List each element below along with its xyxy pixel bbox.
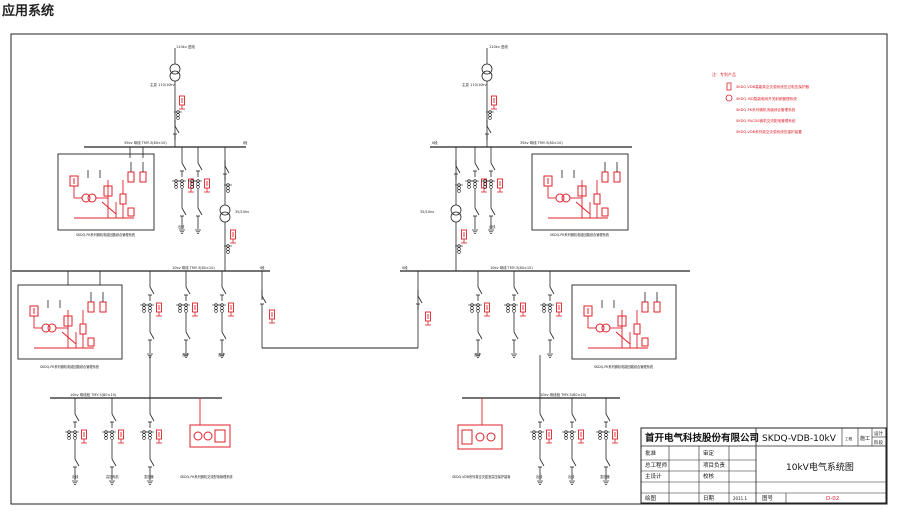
left-feeder-label-1: 出线 — [178, 224, 185, 229]
left-panel-mid — [17, 284, 123, 360]
company-name: 首开电气科技股份有限公司 — [645, 432, 759, 444]
right-main-transformer-label: 主变 110/10kv — [462, 82, 487, 87]
right-bus-35kv-end: II段 — [432, 140, 438, 145]
corner-bottom: 阶段 — [874, 439, 883, 446]
title-block: 首开电气科技股份有限公司 SKDQ-VDB-10kV 工程 施工 设计 阶段 批… — [640, 427, 887, 504]
legend-item-4: SKDQ-PACDS微机交流配电管理系统 — [736, 118, 796, 123]
left-main-transformer-label: 主变 110/10kv — [150, 82, 175, 87]
right-system: 110kv 进线 主变 110/10kv 35kv 母线 TMY-3(80×10… — [400, 44, 690, 485]
right-bus-10kv-end: II段 — [402, 265, 408, 270]
right-bus-10kv-label: 10kv 母线 TMY-3(80×10) — [490, 265, 533, 270]
right-panel-mid — [571, 284, 677, 360]
corner-top: 设计 — [874, 430, 883, 437]
page-title: 应用系统 — [2, 4, 55, 19]
legend-item-5: SKDQ-VDB系列真空灭弧系统压保护装置 — [736, 129, 802, 134]
legend-item-2: SKDQ-ISD智能电网开关射频管理系统 — [736, 96, 797, 101]
right-panel-top — [531, 153, 629, 231]
left-bottom-label-2: 高压电机 — [106, 474, 120, 479]
left-system: 110kv 进线 主变 110/10kv 35kv 母线 TMY-3(80×10… — [12, 44, 418, 485]
right-station-transformer-label: 35/10kv — [420, 210, 434, 214]
right-feeder-label-1: 出线 — [489, 224, 496, 229]
right-panel-top-label: SKDQ-PK系列微机电能回路综合管理系统 — [550, 232, 610, 237]
right-source-label: 110kv 进线 — [489, 44, 508, 49]
left-panel-mid-label: SKDQ-PK系列微机电能回路综合管理系统 — [40, 364, 100, 369]
row-1-c: 审定 — [703, 449, 715, 457]
left-feeder-label-3: 出线 — [218, 352, 225, 357]
right-bottom-label-1: 出线 — [536, 474, 543, 479]
left-panel-top-label: SKDQ-PK系列微机电能回路综合管理系统 — [76, 232, 136, 237]
left-bus-low-label: 10kv 母线段 TMY-3(80×10) — [70, 392, 117, 397]
right-bottom-device-label: SKDQ-VDB系列真空灭弧室高压保护装置 — [452, 474, 510, 479]
drawing-border — [10, 33, 888, 505]
left-bus-35kv-end: I段 — [243, 140, 248, 145]
left-panel-top — [57, 153, 155, 231]
row-4-a: 绘图 — [645, 494, 657, 502]
right-bus-low-label: 10kv 母线段 TMY-3(80×10) — [540, 392, 587, 397]
row-2-c: 项目负责 — [703, 461, 726, 469]
drawing-code: SKDQ-VDB-10kV — [762, 434, 837, 444]
left-bottom-device-label: SKDQ-PK系列微机交流配电管理系统 — [180, 474, 233, 479]
right-bottom-label-3: 变压器 — [600, 474, 610, 479]
row-2-a: 总工程师 — [645, 461, 668, 469]
sheet-label: 图号 — [762, 494, 774, 502]
legend-item-3: SKDQ-PK系列微机消谐综合管理系统 — [736, 107, 796, 112]
sheet-number: D-02 — [826, 496, 839, 502]
left-bus-10kv-label: 10kv 母线 TMY-3(80×10) — [172, 265, 215, 270]
left-feeder-label-2: 出线 — [182, 352, 189, 357]
left-bus-10kv-end: I段 — [260, 265, 265, 270]
left-station-transformer-label: 35/10kv — [235, 210, 249, 214]
right-bottom-device: SKDQ-VDB系列真空灭弧室高压保护装置 — [452, 398, 510, 479]
stage-label: 工程 — [845, 436, 853, 441]
legend-item-1: SKDQ-VDB高能真空灭弧系统压过电压保护器 — [736, 84, 809, 89]
drawing-title: 10kV电气系统图 — [786, 461, 854, 473]
left-source-label: 110kv 进线 — [176, 44, 195, 49]
right-bus-35kv-label: 35kv 母线 TMY-3(80×10) — [520, 140, 563, 145]
row-4-d: 2011.1 — [733, 496, 747, 501]
row-4-c: 日期 — [703, 495, 715, 502]
left-bus-35kv-label: 35kv 母线 TMY-3(80×10) — [124, 140, 167, 145]
right-feeder-label-2: 出线 — [474, 352, 481, 357]
right-panel-mid-label: SKDQ-PK系列微机电能回路综合管理系统 — [594, 364, 654, 369]
row-1-a: 批准 — [645, 449, 657, 457]
left-bottom-label-3: 变压器 — [144, 474, 154, 479]
row-3-c: 校核 — [703, 472, 715, 480]
row-3-a: 主设计 — [645, 472, 662, 480]
corner-left: 施工 — [860, 435, 870, 442]
left-bottom-device: SKDQ-PK系列微机交流配电管理系统 — [180, 398, 233, 479]
patent-legend: 注：专利产品 SKDQ-VDB高能真空灭弧系统压过电压保护器 SKDQ-ISD智… — [712, 71, 809, 134]
left-bottom-label-1: 出线 — [72, 474, 79, 479]
right-bottom-label-2: 出线 — [568, 474, 575, 479]
legend-title: 注：专利产品 — [712, 71, 736, 77]
